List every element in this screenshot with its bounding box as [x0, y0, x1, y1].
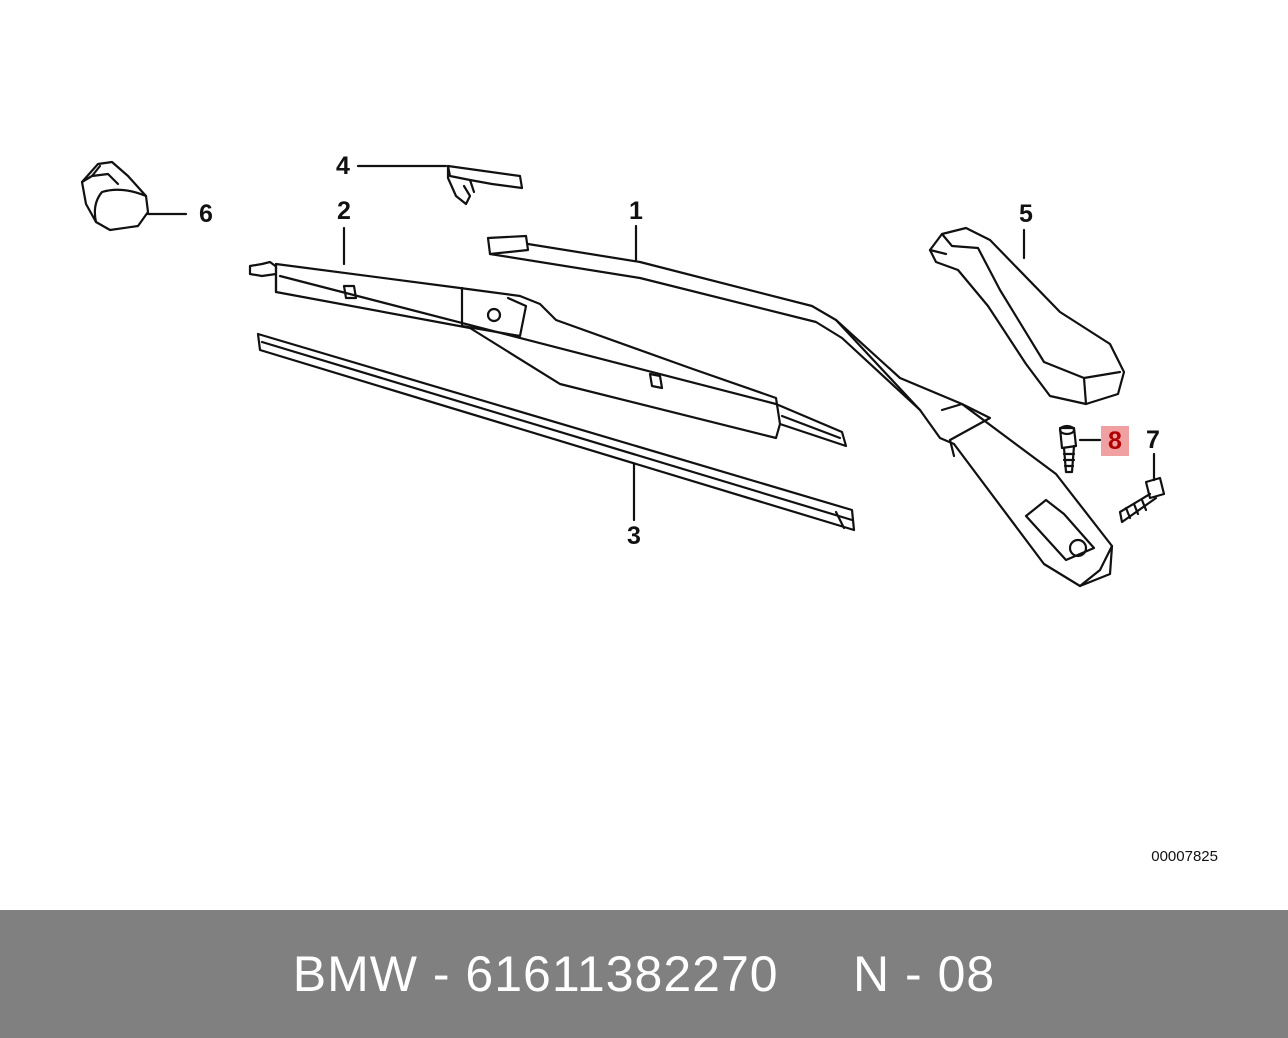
part-1-wiper-arm [486, 224, 1114, 588]
callout-2: 2 [337, 197, 351, 225]
callout-4: 4 [336, 152, 350, 180]
figure-code: 00007825 [1151, 848, 1218, 865]
parts-diagram: 1 2 3 4 5 6 7 8 00007825 [80, 152, 1218, 865]
footer-bar: BMW - 61611382270 N - 08 [0, 910, 1288, 1038]
part-3-wiper-rubber [256, 332, 856, 532]
wiper-exploded-drawing [80, 160, 1166, 588]
callout-7: 7 [1146, 426, 1160, 454]
part-4-clip [356, 164, 524, 206]
callout-1: 1 [629, 197, 643, 225]
part-7-long-bolt [1118, 452, 1166, 524]
part-8-small-bolt [1058, 424, 1102, 474]
callout-6: 6 [199, 200, 213, 228]
callout-8-highlighted: 8 [1101, 426, 1129, 456]
callout-3: 3 [627, 522, 641, 550]
part-5-cover [928, 226, 1126, 406]
part-2-blade-holder [248, 226, 848, 448]
part-6-cap [80, 160, 188, 232]
callout-5: 5 [1019, 200, 1033, 228]
part-number-caption: BMW - 61611382270 N - 08 [292, 946, 996, 1002]
